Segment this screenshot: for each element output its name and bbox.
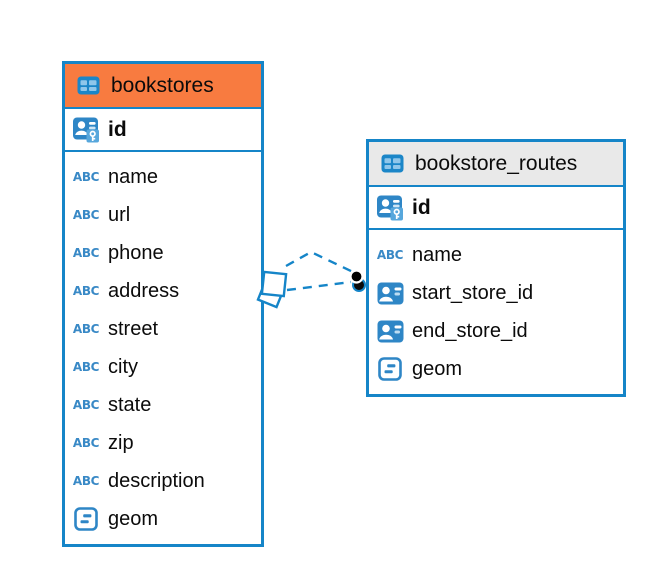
column-row-name[interactable]: ABC name [369, 236, 623, 274]
entity-bookstore-routes[interactable]: bookstore_routes id ABC name start_store_i… [366, 139, 626, 397]
geometry-type-icon [376, 357, 404, 381]
column-label: description [108, 469, 205, 492]
text-type-icon: ABC [72, 208, 100, 222]
column-row-state[interactable]: ABC state [65, 386, 261, 424]
primary-key-icon [376, 194, 404, 221]
column-label: state [108, 393, 152, 416]
text-type-icon: ABC [72, 398, 100, 412]
column-row-end_store_id[interactable]: end_store_id [369, 312, 623, 350]
text-type-icon: ABC [72, 284, 100, 298]
column-label: start_store_id [412, 281, 534, 304]
column-label: id [108, 117, 127, 141]
column-label: id [412, 195, 431, 219]
foreign-key-icon [376, 320, 404, 343]
column-label: geom [108, 507, 159, 530]
column-row-url[interactable]: ABC url [65, 196, 261, 234]
column-row-name[interactable]: ABC name [65, 158, 261, 196]
table-header-bookstore-routes[interactable]: bookstore_routes [369, 142, 623, 187]
column-label: name [108, 165, 159, 188]
table-icon [74, 76, 102, 95]
text-type-icon: ABC [72, 170, 100, 184]
column-label: zip [108, 431, 134, 454]
column-row-address[interactable]: ABC address [65, 272, 261, 310]
column-row-id[interactable]: id [369, 187, 623, 230]
text-type-icon: ABC [72, 436, 100, 450]
column-label: url [108, 203, 131, 226]
column-label: name [412, 243, 463, 266]
column-label: address [108, 279, 180, 302]
text-type-icon: ABC [72, 246, 100, 260]
column-row-id[interactable]: id [65, 109, 261, 152]
foreign-key-icon [376, 282, 404, 305]
primary-key-icon [72, 116, 100, 143]
column-label: street [108, 317, 159, 340]
column-label: city [108, 355, 138, 378]
relationship-line[interactable] [285, 250, 354, 274]
relationship-line[interactable] [286, 280, 352, 292]
text-type-icon: ABC [72, 360, 100, 374]
table-icon [378, 154, 406, 173]
column-row-phone[interactable]: ABC phone [65, 234, 261, 272]
column-label: phone [108, 241, 164, 264]
column-row-description[interactable]: ABC description [65, 462, 261, 500]
table-title: bookstore_routes [415, 151, 578, 175]
column-row-street[interactable]: ABC street [65, 310, 261, 348]
column-row-city[interactable]: ABC city [65, 348, 261, 386]
column-row-geom[interactable]: geom [369, 350, 623, 388]
text-type-icon: ABC [376, 248, 404, 262]
table-title: bookstores [111, 73, 214, 97]
relationship-target-dot-marker[interactable] [349, 269, 366, 292]
column-row-geom[interactable]: geom [65, 500, 261, 538]
column-row-zip[interactable]: ABC zip [65, 424, 261, 462]
geometry-type-icon [72, 507, 100, 531]
column-row-start_store_id[interactable]: start_store_id [369, 274, 623, 312]
table-header-bookstores[interactable]: bookstores [65, 64, 261, 109]
column-label: end_store_id [412, 319, 528, 342]
text-type-icon: ABC [72, 322, 100, 336]
column-label: geom [412, 357, 463, 380]
text-type-icon: ABC [72, 474, 100, 488]
